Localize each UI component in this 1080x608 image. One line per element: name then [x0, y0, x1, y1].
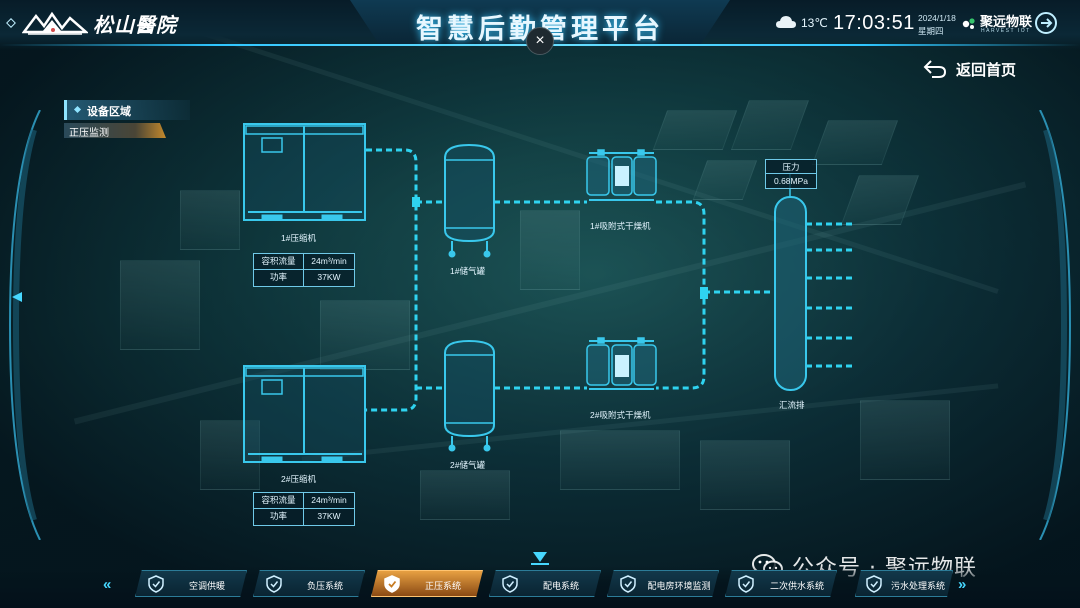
- spec-value: 24m³/min: [311, 256, 347, 266]
- logout-arrow-icon: [1041, 18, 1053, 28]
- compressor-2-spec-table: 容积流量 24m³/min 功率 37KW: [253, 492, 355, 526]
- pipes: [366, 148, 852, 412]
- manifold-graphic: [774, 174, 807, 391]
- spec-key: 容积流量: [254, 254, 304, 269]
- shield-check-icon: [866, 575, 882, 593]
- compressor-1-label: 1#压缩机: [281, 233, 316, 243]
- device-area-title: 设备区域: [87, 106, 131, 118]
- spec-key: 功率: [254, 509, 304, 525]
- spec-row: 功率 37KW: [254, 270, 354, 286]
- pressure-readout: 压力 0.68MPa: [765, 159, 817, 189]
- tab-label: 空调供暖: [188, 581, 225, 591]
- pipe-joints: [412, 197, 708, 299]
- spec-key: 容积流量: [254, 493, 304, 508]
- shield-check-icon: [502, 575, 518, 593]
- shield-check-icon: [738, 575, 754, 593]
- tab-label: 污水处理系统: [890, 581, 945, 591]
- spec-row: 容积流量 24m³/min: [254, 254, 354, 270]
- tab-label: 配电房环境监测: [647, 581, 711, 591]
- tab-label: 二次供水系统: [769, 581, 824, 591]
- dryer-2-label: 2#吸附式干燥机: [590, 410, 651, 420]
- device-area-item-label: 正压监测: [69, 128, 109, 139]
- shield-check-icon: [266, 575, 282, 593]
- temperature: 13℃: [801, 16, 828, 30]
- pipe-dryers-vertical: [656, 200, 706, 390]
- nav-prev-button[interactable]: «: [103, 576, 112, 593]
- dryer-1-label: 1#吸附式干燥机: [590, 221, 651, 231]
- hospital-name: 松山醫院: [93, 13, 177, 37]
- shield-check-icon: [148, 575, 164, 593]
- weekday: 星期四: [918, 26, 944, 36]
- date-block: 2024/1/18 星期四: [918, 12, 956, 38]
- left-frame-decoration: [8, 110, 41, 540]
- tab-positive-pressure[interactable]: 正压系统: [371, 570, 483, 597]
- air-tank-1-graphic: [444, 143, 495, 258]
- brand-logo-icon: [962, 18, 975, 29]
- dryer-2-graphic: [586, 337, 657, 390]
- dryer-1-graphic: [586, 149, 657, 201]
- compressor-2-label: 2#压缩机: [281, 474, 316, 484]
- brand-name: 聚远物联: [980, 14, 1033, 29]
- compressor-1-spec-table: 容积流量 24m³/min 功率 37KW: [253, 253, 355, 287]
- manifold-outlets: [806, 222, 852, 368]
- device-area-header: 设备区域: [64, 100, 190, 120]
- close-button[interactable]: ×: [526, 27, 554, 55]
- manifold-label: 汇流排: [779, 400, 805, 410]
- tab-air-conditioning[interactable]: 空调供暖: [135, 570, 247, 597]
- date: 2024/1/18: [918, 13, 956, 23]
- tab-label: 配电系统: [542, 581, 579, 591]
- shield-check-icon: [620, 575, 636, 593]
- brand-subtitle: HARVEST IOT: [981, 28, 1031, 34]
- pressure-value: 0.68MPa: [773, 176, 809, 186]
- spec-row: 容积流量 24m³/min: [254, 493, 354, 509]
- spec-row: 功率 37KW: [254, 509, 354, 525]
- tab-power-room-environment[interactable]: 配电房环境监测: [607, 570, 719, 597]
- back-home-button[interactable]: 返回首页: [922, 56, 1016, 82]
- spec-value: 24m³/min: [311, 495, 347, 505]
- diamond-icon: [6, 18, 16, 28]
- clock: 17:03:51: [833, 12, 915, 34]
- cloud-icon: [776, 16, 796, 28]
- return-arrow-icon: [923, 60, 947, 78]
- tab-power-distribution[interactable]: 配电系统: [489, 570, 601, 597]
- air-tank-2-label: 2#储气罐: [450, 460, 485, 470]
- exit-button[interactable]: [1035, 12, 1057, 34]
- spec-value: 37KW: [317, 511, 341, 521]
- tab-negative-pressure[interactable]: 负压系统: [253, 570, 365, 597]
- hospital-logo-icon: [22, 11, 88, 35]
- air-tank-2-graphic: [444, 339, 495, 452]
- tab-secondary-water-supply[interactable]: 二次供水系统: [725, 570, 837, 597]
- tab-label: 负压系统: [306, 581, 343, 591]
- compressor-2-graphic: [243, 365, 366, 463]
- pressure-label: 压力: [766, 160, 816, 174]
- back-home-label: 返回首页: [956, 61, 1017, 79]
- right-frame-decoration: [1039, 110, 1072, 540]
- air-tank-1-label: 1#储气罐: [450, 266, 485, 276]
- tab-label: 正压系统: [424, 581, 461, 591]
- nav-next-button[interactable]: »: [958, 576, 967, 593]
- tab-sewage-treatment[interactable]: 污水处理系统: [855, 570, 953, 597]
- device-area-item-positive-pressure[interactable]: 正压监测: [64, 123, 166, 138]
- expand-down-bar: [531, 563, 549, 565]
- expand-down-arrow-icon[interactable]: [533, 552, 547, 562]
- pipe-compressors-vertical: [366, 148, 418, 412]
- shield-check-icon: [384, 575, 400, 593]
- spec-value: 37KW: [317, 272, 341, 282]
- spec-key: 功率: [254, 270, 304, 286]
- compressor-1-graphic: [243, 123, 366, 221]
- system-tabs: 空调供暖 负压系统 正压系统 配电系统 配电房环境监测 二次供水系统: [135, 570, 837, 597]
